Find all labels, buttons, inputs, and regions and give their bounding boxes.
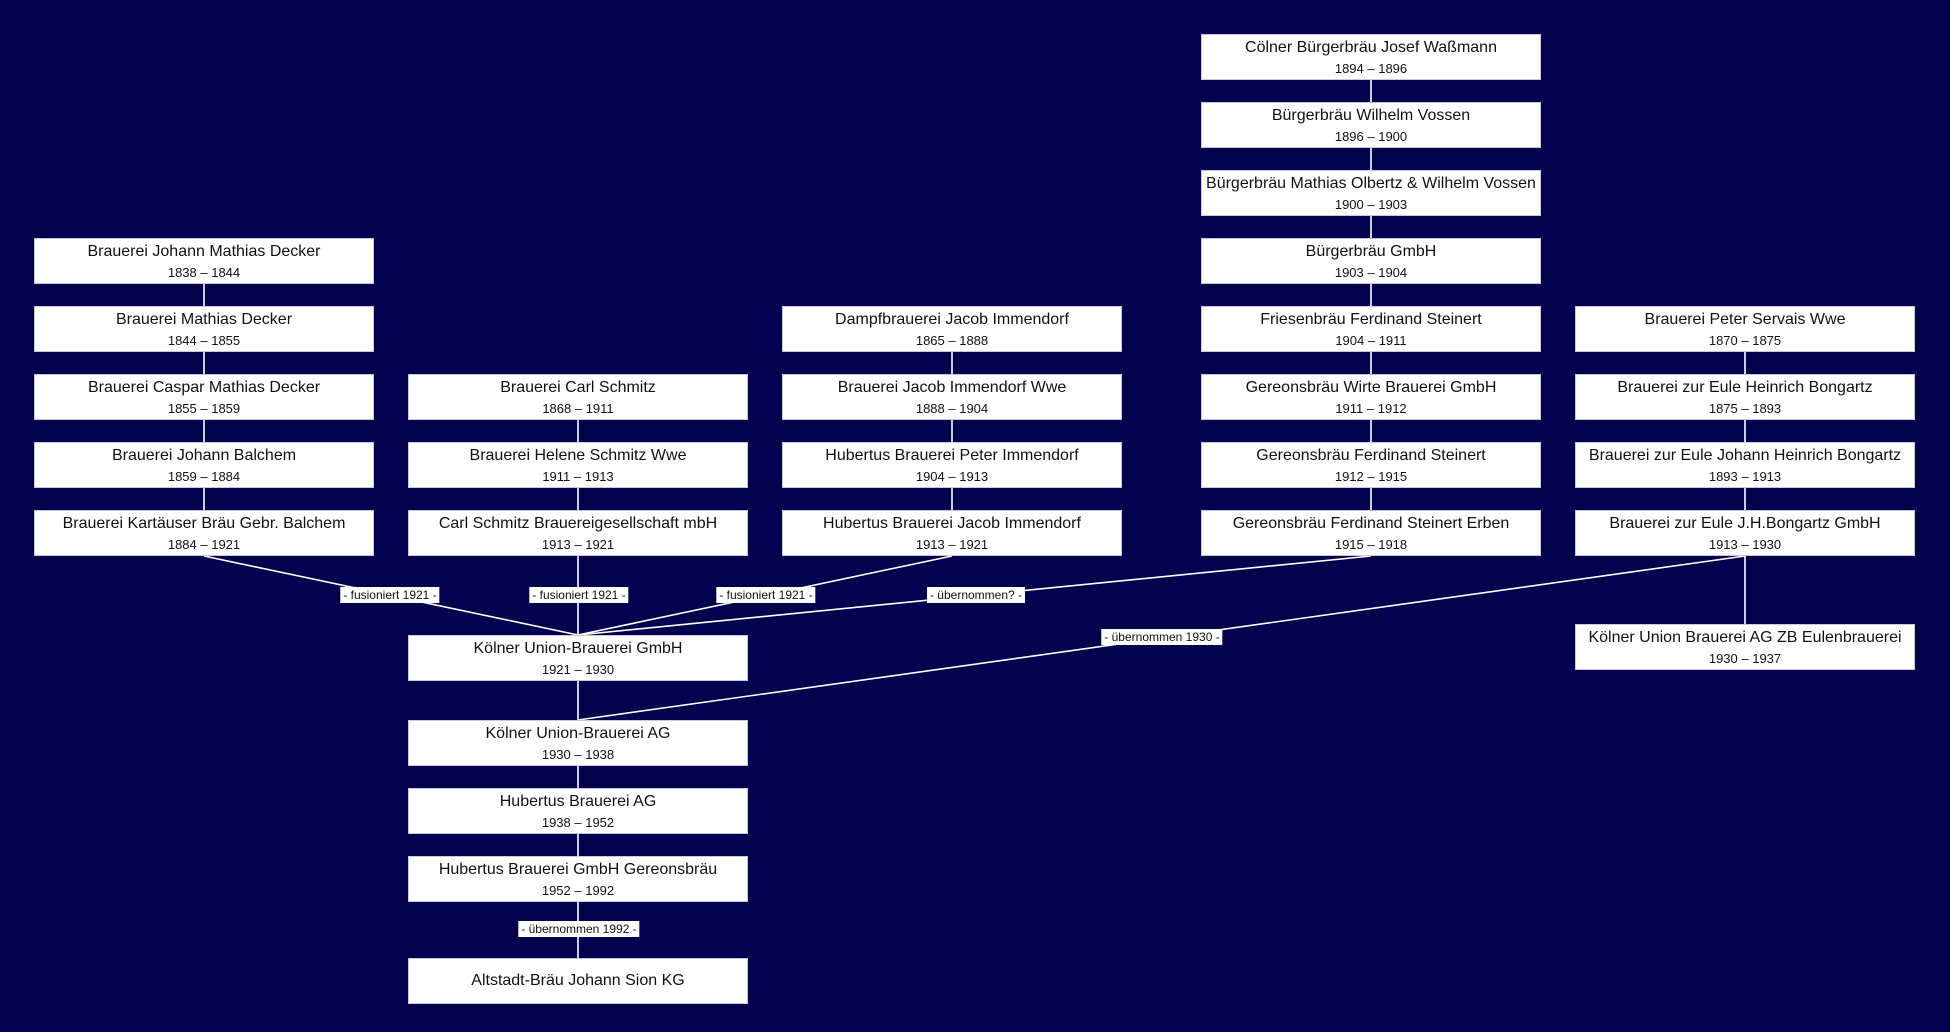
brewery-years: 1904 – 1913: [915, 468, 989, 484]
brewery-node-mdecker: Brauerei Mathias Decker 1844 – 1855: [34, 306, 374, 352]
brewery-years: 1865 – 1888: [915, 332, 989, 348]
brewery-years: 1875 – 1893: [1708, 400, 1782, 416]
brewery-years: 1859 – 1884: [167, 468, 241, 484]
brewery-node-kugmbh: Kölner Union-Brauerei GmbH 1921 – 1930: [408, 635, 748, 681]
brewery-name: Brauerei Peter Servais Wwe: [1644, 310, 1846, 328]
brewery-node-balchem: Brauerei Johann Balchem 1859 – 1884: [34, 442, 374, 488]
brewery-node-eulegmbh: Brauerei zur Eule J.H.Bongartz GmbH 1913 …: [1575, 510, 1915, 556]
brewery-name: Bürgerbräu GmbH: [1305, 242, 1437, 260]
brewery-node-hbgmbh: Hubertus Brauerei GmbH Gereonsbräu 1952 –…: [408, 856, 748, 902]
brewery-name: Cölner Bürgerbräu Josef Waßmann: [1245, 38, 1497, 56]
brewery-node-olbertz: Bürgerbräu Mathias Olbertz & Wilhelm Vos…: [1201, 170, 1541, 216]
brewery-node-eulejh: Brauerei zur Eule Johann Heinrich Bongar…: [1575, 442, 1915, 488]
brewery-node-kuag: Kölner Union-Brauerei AG 1930 – 1938: [408, 720, 748, 766]
brewery-years: 1913 – 1930: [1708, 536, 1782, 552]
brewery-years: 1855 – 1859: [167, 400, 241, 416]
brewery-years: 1930 – 1938: [541, 746, 615, 762]
brewery-name: Brauerei zur Eule J.H.Bongartz GmbH: [1609, 514, 1881, 532]
brewery-name: Kölner Union-Brauerei AG: [485, 724, 671, 742]
brewery-years: 1884 – 1921: [167, 536, 241, 552]
brewery-name: Friesenbräu Ferdinand Steinert: [1260, 310, 1482, 328]
brewery-name: Kölner Union Brauerei AG ZB Eulenbrauere…: [1588, 628, 1902, 646]
brewery-name: Brauerei Caspar Mathias Decker: [87, 378, 321, 396]
brewery-node-jmdecker: Brauerei Johann Mathias Decker 1838 – 184…: [34, 238, 374, 284]
brewery-name: Hubertus Brauerei Jacob Immendorf: [823, 514, 1081, 532]
brewery-years: 1915 – 1918: [1334, 536, 1408, 552]
edge-label: - übernommen? -: [926, 587, 1026, 603]
brewery-name: Brauerei Johann Mathias Decker: [87, 242, 321, 260]
brewery-node-kuzb: Kölner Union Brauerei AG ZB Eulenbrauere…: [1575, 624, 1915, 670]
brewery-node-hpeter: Hubertus Brauerei Peter Immendorf 1904 – …: [782, 442, 1122, 488]
brewery-years: 1938 – 1952: [541, 814, 615, 830]
brewery-name: Bürgerbräu Mathias Olbertz & Wilhelm Vos…: [1206, 174, 1536, 192]
brewery-node-hbag: Hubertus Brauerei AG 1938 – 1952: [408, 788, 748, 834]
brewery-name: Gereonsbräu Wirte Brauerei GmbH: [1245, 378, 1497, 396]
brewery-years: 1896 – 1900: [1334, 128, 1408, 144]
brewery-years: 1952 – 1992: [541, 882, 615, 898]
brewery-node-kartaeuser: Brauerei Kartäuser Bräu Gebr. Balchem 188…: [34, 510, 374, 556]
brewery-years: 1844 – 1855: [167, 332, 241, 348]
brewery-node-jiwwe: Brauerei Jacob Immendorf Wwe 1888 – 1904: [782, 374, 1122, 420]
brewery-name: Brauerei Johann Balchem: [111, 446, 297, 464]
brewery-years: 1903 – 1904: [1334, 264, 1408, 280]
brewery-node-wassmann: Cölner Bürgerbräu Josef Waßmann 1894 – 18…: [1201, 34, 1541, 80]
brewery-name: Brauerei Mathias Decker: [115, 310, 293, 328]
brewery-node-csbg: Carl Schmitz Brauereigesellschaft mbH 191…: [408, 510, 748, 556]
brewery-name: Brauerei Carl Schmitz: [500, 378, 656, 396]
brewery-years: 1911 – 1912: [1335, 400, 1407, 416]
brewery-years: 1894 – 1896: [1334, 60, 1408, 76]
brewery-node-hschmitz: Brauerei Helene Schmitz Wwe 1911 – 1913: [408, 442, 748, 488]
brewery-years: 1921 – 1930: [541, 661, 615, 677]
brewery-name: Bürgerbräu Wilhelm Vossen: [1271, 106, 1471, 124]
brewery-years: 1913 – 1921: [541, 536, 615, 552]
brewery-node-gwirte: Gereonsbräu Wirte Brauerei GmbH 1911 – 19…: [1201, 374, 1541, 420]
brewery-name: Altstadt-Bräu Johann Sion KG: [471, 972, 685, 989]
brewery-node-servais: Brauerei Peter Servais Wwe 1870 – 1875: [1575, 306, 1915, 352]
brewery-name: Hubertus Brauerei GmbH Gereonsbräu: [438, 860, 718, 878]
brewery-node-bbgmbh: Bürgerbräu GmbH 1903 – 1904: [1201, 238, 1541, 284]
edge-label: - übernommen 1930 -: [1101, 629, 1223, 645]
brewery-years: 1868 – 1911: [542, 400, 614, 416]
brewery-years: 1888 – 1904: [915, 400, 989, 416]
brewery-name: Gereonsbräu Ferdinand Steinert: [1256, 446, 1486, 464]
brewery-years: 1838 – 1844: [167, 264, 241, 280]
brewery-name: Brauerei zur Eule Heinrich Bongartz: [1617, 378, 1873, 396]
brewery-node-vossen: Bürgerbräu Wilhelm Vossen 1896 – 1900: [1201, 102, 1541, 148]
brewery-years: 1870 – 1875: [1708, 332, 1782, 348]
brewery-name: Hubertus Brauerei AG: [499, 792, 657, 810]
edge-label: - fusioniert 1921 -: [529, 587, 629, 603]
brewery-years: 1912 – 1915: [1334, 468, 1408, 484]
brewery-name: Brauerei Kartäuser Bräu Gebr. Balchem: [62, 514, 346, 532]
brewery-node-friesen: Friesenbräu Ferdinand Steinert 1904 – 191…: [1201, 306, 1541, 352]
brewery-name: Dampfbrauerei Jacob Immendorf: [835, 310, 1069, 328]
edge-label: - übernommen 1992 -: [518, 921, 640, 937]
brewery-node-gsteinert: Gereonsbräu Ferdinand Steinert 1912 – 191…: [1201, 442, 1541, 488]
edge-label: - fusioniert 1921 -: [340, 587, 440, 603]
brewery-years: 1911 – 1913: [542, 468, 614, 484]
brewery-name: Carl Schmitz Brauereigesellschaft mbH: [438, 514, 718, 532]
brewery-years: 1904 – 1911: [1335, 332, 1407, 348]
brewery-years: 1913 – 1921: [915, 536, 989, 552]
brewery-name: Hubertus Brauerei Peter Immendorf: [825, 446, 1079, 464]
brewery-name: Kölner Union-Brauerei GmbH: [473, 639, 683, 657]
brewery-name: Brauerei zur Eule Johann Heinrich Bongar…: [1588, 446, 1902, 464]
brewery-years: 1893 – 1913: [1708, 468, 1782, 484]
brewery-node-hjacob: Hubertus Brauerei Jacob Immendorf 1913 – …: [782, 510, 1122, 556]
brewery-years: 1900 – 1903: [1334, 196, 1408, 212]
brewery-name: Brauerei Jacob Immendorf Wwe: [837, 378, 1067, 396]
brewery-node-dampf: Dampfbrauerei Jacob Immendorf 1865 – 1888: [782, 306, 1122, 352]
brewery-node-cmdecker: Brauerei Caspar Mathias Decker 1855 – 185…: [34, 374, 374, 420]
brewery-name: Brauerei Helene Schmitz Wwe: [469, 446, 687, 464]
brewery-node-sion: Altstadt-Bräu Johann Sion KG: [408, 958, 748, 1004]
brewery-node-cschmitz: Brauerei Carl Schmitz 1868 – 1911: [408, 374, 748, 420]
brewery-name: Gereonsbräu Ferdinand Steinert Erben: [1232, 514, 1510, 532]
brewery-years: 1930 – 1937: [1708, 650, 1782, 666]
brewery-node-gerben: Gereonsbräu Ferdinand Steinert Erben 1915…: [1201, 510, 1541, 556]
edge-label: - fusioniert 1921 -: [716, 587, 816, 603]
brewery-node-euleh: Brauerei zur Eule Heinrich Bongartz 1875 …: [1575, 374, 1915, 420]
